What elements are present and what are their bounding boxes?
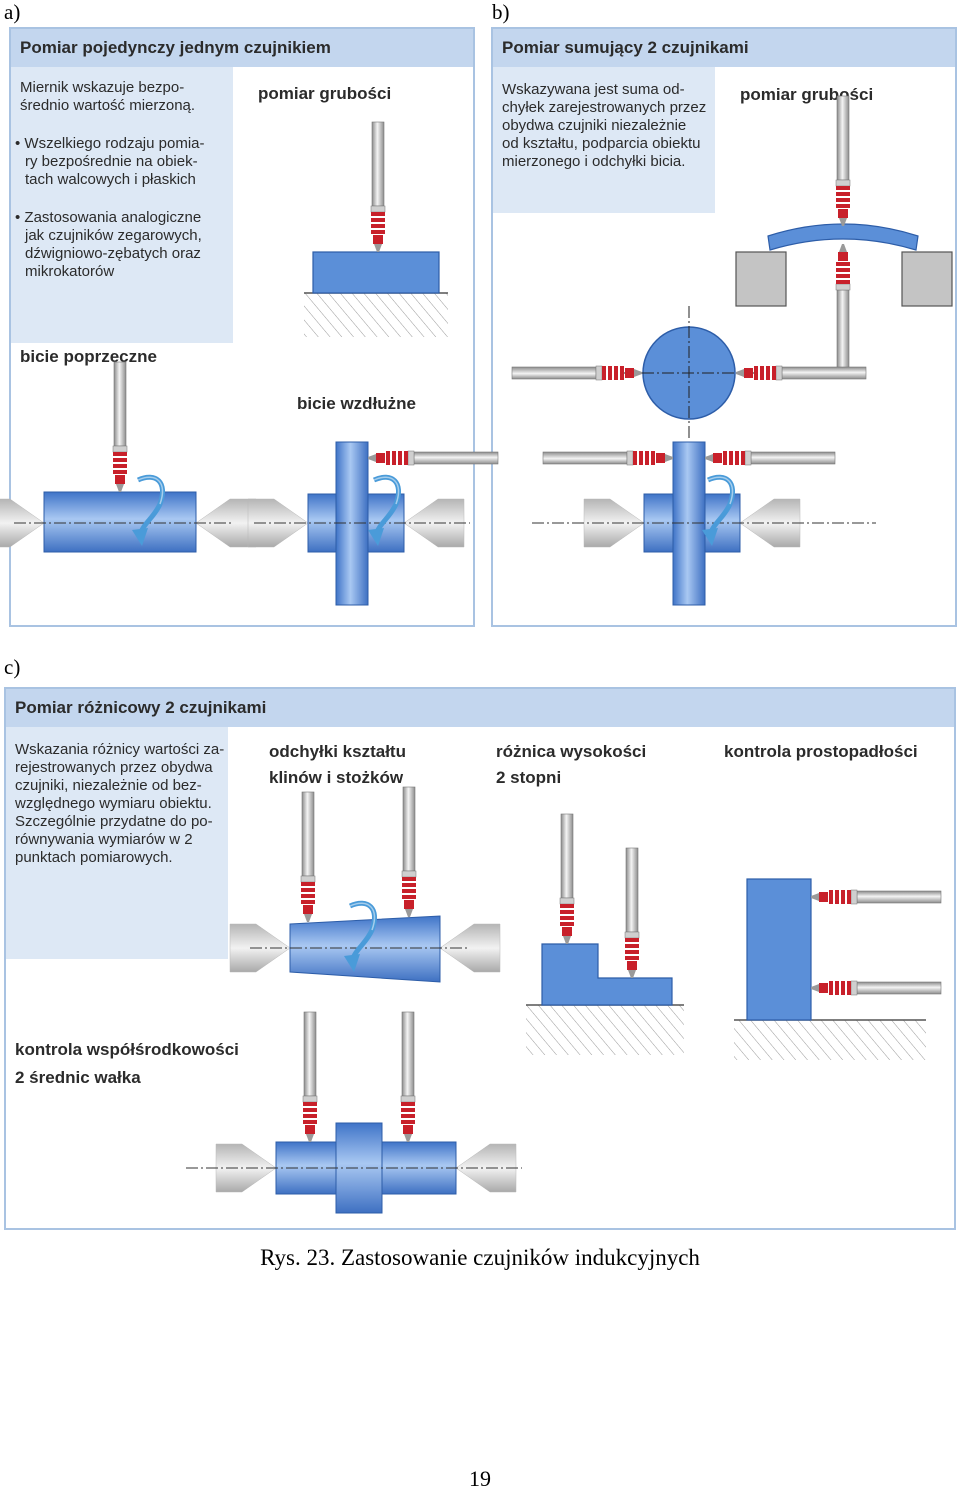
support-block-right xyxy=(901,251,953,307)
label-line: odchyłki kształtu xyxy=(269,742,406,761)
panel-c-label-shape-deviation: odchyłki kształtu klinów i stożków xyxy=(269,739,406,791)
probe-icon xyxy=(112,361,128,493)
info-line: Wskazania różnicy wartości za- xyxy=(15,741,225,758)
panel-c-title: Pomiar różnicowy 2 czujnikami xyxy=(15,698,267,717)
panel-a-bullet-1: • Wszelkiego rodzaju pomia- ry bezpośred… xyxy=(15,135,205,189)
panel-a: Pomiar pojedynczy jednym czujnikiem Mier… xyxy=(9,27,475,627)
probe-icon xyxy=(368,451,498,465)
panel-a-label-thickness: pomiar grubości xyxy=(258,84,392,103)
workpiece-shaft xyxy=(43,491,197,553)
lathe-centre-right xyxy=(440,924,500,972)
panel-a-header: Pomiar pojedynczy jednym czujnikiem xyxy=(11,29,473,67)
panel-a-info-box: Miernik wskazuje bezpo- średnio wartość … xyxy=(11,67,233,343)
probe-icon xyxy=(736,366,866,380)
curved-plate xyxy=(767,223,919,251)
panel-c-letter: c) xyxy=(4,655,21,679)
bullet-line: jak czujników zegarowych, xyxy=(25,227,202,244)
block-workpiece xyxy=(746,878,812,1021)
info-line: czujniki, niezależnie od bez- xyxy=(15,777,202,794)
panel-a-axial-runout-drawing xyxy=(247,441,498,606)
info-line: rejestrowanych przez obydwa xyxy=(15,759,213,776)
panel-b-diameter-drawing xyxy=(512,306,866,440)
panel-b-info-text: Wskazywana jest suma od- chyłek zarejest… xyxy=(502,81,706,171)
bullet-line: • Zastosowania analogiczne xyxy=(15,209,202,226)
panel-c-coaxiality-drawing xyxy=(186,1011,522,1214)
info-line: równywania wymiarów w 2 xyxy=(15,831,193,848)
panel-c-perpendicularity-drawing xyxy=(734,878,941,1060)
panel-a-title: Pomiar pojedynczy jednym czujnikiem xyxy=(20,38,331,57)
probe-icon xyxy=(300,791,316,923)
probe-icon xyxy=(835,95,851,227)
panel-a-label-radial-runout: bicie poprzeczne xyxy=(20,347,157,366)
label-line: 2 stopni xyxy=(496,768,562,787)
tapered-workpiece xyxy=(289,915,441,983)
panel-a-letter: a) xyxy=(4,0,21,24)
info-line: obydwa czujniki niezależnie xyxy=(502,117,687,134)
panel-b-title: Pomiar sumujący 2 czujnikami xyxy=(502,38,749,57)
probe-icon xyxy=(811,890,941,904)
bullet-line: ry bezpośrednie na obiek- xyxy=(25,153,198,170)
label-line: klinów i stożków xyxy=(269,768,404,787)
panel-a-thickness-drawing xyxy=(304,121,448,337)
label-line: różnica wysokości xyxy=(496,742,647,761)
probe-icon xyxy=(302,1011,318,1143)
info-line: względnego wymiaru obiektu. xyxy=(15,795,212,812)
stepped-workpiece xyxy=(541,943,673,1006)
info-line: chyłek zarejestrowanych przez xyxy=(502,99,707,116)
panel-c-step-height-drawing xyxy=(526,813,684,1055)
panel-a-info-text: Miernik wskazuje bezpo- średnio wartość … xyxy=(20,79,195,115)
ground-hatch xyxy=(734,1020,926,1060)
panel-a-label-axial-runout: bicie wzdłużne xyxy=(297,394,417,413)
info-line: średnio wartość mierzoną. xyxy=(20,97,196,114)
panel-a-radial-runout-drawing xyxy=(0,361,256,553)
probe-icon xyxy=(624,847,640,979)
page-number: 19 xyxy=(469,1466,491,1491)
panel-b-runout-drawing xyxy=(532,441,876,606)
panel-c-info-box: Wskazania różnicy wartości za- rejestrow… xyxy=(6,727,228,959)
info-line: Miernik wskazuje bezpo- xyxy=(20,79,185,96)
panel-c-info-text: Wskazania różnicy wartości za- rejestrow… xyxy=(15,741,224,867)
bullet-line: tach walcowych i płaskich xyxy=(25,171,196,188)
support-block-left xyxy=(735,251,787,307)
bullet-line: • Wszelkiego rodzaju pomia- xyxy=(15,135,205,152)
info-line: Wskazywana jest suma od- xyxy=(502,81,685,98)
workpiece-plate xyxy=(312,251,440,294)
panel-b-header: Pomiar sumujący 2 czujnikami xyxy=(493,29,955,67)
probe-icon xyxy=(370,121,386,253)
panel-c-label-perpendicularity: kontrola prostopadłości xyxy=(724,742,918,761)
probe-icon xyxy=(512,366,642,380)
panel-c-label-coaxiality: kontrola współśrodkowości 2 średnic wałk… xyxy=(15,1036,239,1092)
ground-hatch xyxy=(304,293,448,337)
info-line: Szczególnie przydatne do po- xyxy=(15,813,213,830)
probe-icon xyxy=(559,813,575,945)
bullet-line: mikrokatorów xyxy=(25,263,115,280)
probe-icon xyxy=(400,1011,416,1143)
bullet-line: dźwigniowo-zębatych oraz xyxy=(25,245,201,262)
figure-caption: Rys. 23. Zastosowanie czujników indukcyj… xyxy=(260,1245,700,1270)
ground-hatch xyxy=(526,1005,684,1055)
panel-c-header: Pomiar różnicowy 2 czujnikami xyxy=(6,689,954,727)
panel-b-thickness-drawing xyxy=(735,95,953,374)
panel-c-taper-drawing xyxy=(229,786,500,983)
panel-a-bullet-2: • Zastosowania analogiczne jak czujników… xyxy=(15,209,202,281)
probe-icon xyxy=(836,244,850,374)
panel-b-info-box: Wskazywana jest suma od- chyłek zarejest… xyxy=(493,67,715,213)
probe-icon xyxy=(401,786,417,918)
info-line: punktach pomiarowych. xyxy=(15,849,173,866)
probe-icon xyxy=(811,981,941,995)
label-line: kontrola współśrodkowości xyxy=(15,1040,239,1059)
info-line: mierzonego i odchyłki bicia. xyxy=(502,153,686,170)
probe-icon xyxy=(705,451,835,465)
info-line: od kształtu, podparcia obiektu xyxy=(502,135,701,152)
probe-icon xyxy=(543,451,673,465)
panel-c-label-height-difference: różnica wysokości 2 stopni xyxy=(496,739,646,791)
label-line: 2 średnic wałka xyxy=(15,1068,141,1087)
panel-b-letter: b) xyxy=(492,0,510,24)
